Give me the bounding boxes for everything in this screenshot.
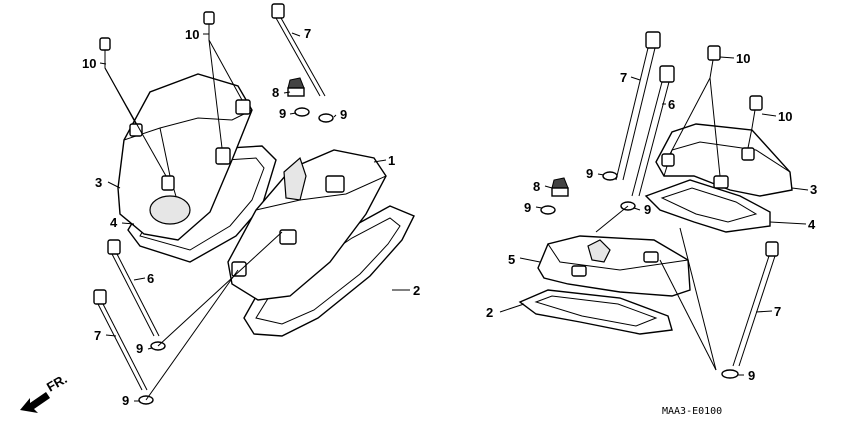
right-callouts: 7 10 6 10 9 3 8 9 9 4 5 2 7 9 [486, 51, 817, 383]
callout-label: 7 [304, 26, 311, 41]
left-bolt-7-bottom [93, 289, 148, 391]
right-bolt-7-top [615, 31, 661, 181]
callout-label: 2 [413, 283, 420, 298]
callout-label: 9 [279, 106, 286, 121]
left-washer-9-b [318, 113, 334, 123]
right-washer-9-d [721, 369, 739, 379]
right-bolt-10-b [749, 95, 763, 129]
callout-label: 9 [586, 166, 593, 181]
right-callout-leaders [499, 56, 809, 376]
left-bolt-6 [107, 239, 160, 337]
callout-label: 10 [82, 56, 96, 71]
callout-label: 7 [774, 304, 781, 319]
left-cap-8 [287, 77, 305, 97]
callout-label: 9 [136, 341, 143, 356]
right-washer-9-b [540, 205, 556, 215]
callout-label: 9 [524, 200, 531, 215]
callout-label: 4 [110, 215, 118, 230]
direction-label: FR. [44, 371, 70, 394]
callout-label: 9 [748, 368, 755, 383]
callout-label: 9 [340, 107, 347, 122]
front-direction-arrow-icon: FR. [20, 371, 70, 413]
left-bolt-7-top [271, 3, 326, 97]
callout-label: 9 [122, 393, 129, 408]
callout-label: 9 [644, 202, 651, 217]
callout-label: 6 [147, 271, 154, 286]
left-callouts: 10 10 7 8 9 9 1 3 4 6 2 7 9 9 [82, 26, 420, 408]
left-assembly [93, 3, 415, 405]
callout-label: 8 [533, 179, 540, 194]
right-head-cover-3 [655, 123, 793, 197]
diagram-code: MAA3-E0100 [662, 406, 722, 417]
right-head-cover-5 [537, 235, 691, 297]
left-callout-leaders [99, 32, 410, 402]
callout-label: 7 [94, 328, 101, 343]
callout-label: 10 [778, 109, 792, 124]
callout-label: 8 [272, 85, 279, 100]
callout-label: 5 [508, 252, 515, 267]
callout-label: 6 [668, 97, 675, 112]
callout-label: 10 [185, 27, 199, 42]
left-bolt-10-a [99, 37, 111, 68]
right-cap-8 [551, 177, 569, 197]
right-assembly [518, 31, 793, 379]
callout-label: 3 [810, 182, 817, 197]
right-gasket-2 [518, 289, 673, 335]
left-bolt-10-b [203, 11, 215, 40]
left-washer-9-a [294, 107, 310, 117]
callout-label: 2 [486, 305, 493, 320]
callout-label: 3 [95, 175, 102, 190]
right-bolt-6 [631, 65, 675, 197]
callout-label: 10 [736, 51, 750, 66]
right-bolt-10-a [707, 45, 721, 79]
callout-label: 7 [620, 70, 627, 85]
right-washer-9-a [602, 171, 618, 181]
callout-label: 4 [808, 217, 816, 232]
right-bolt-7-bottom [732, 241, 779, 367]
callout-label: 1 [388, 153, 395, 168]
